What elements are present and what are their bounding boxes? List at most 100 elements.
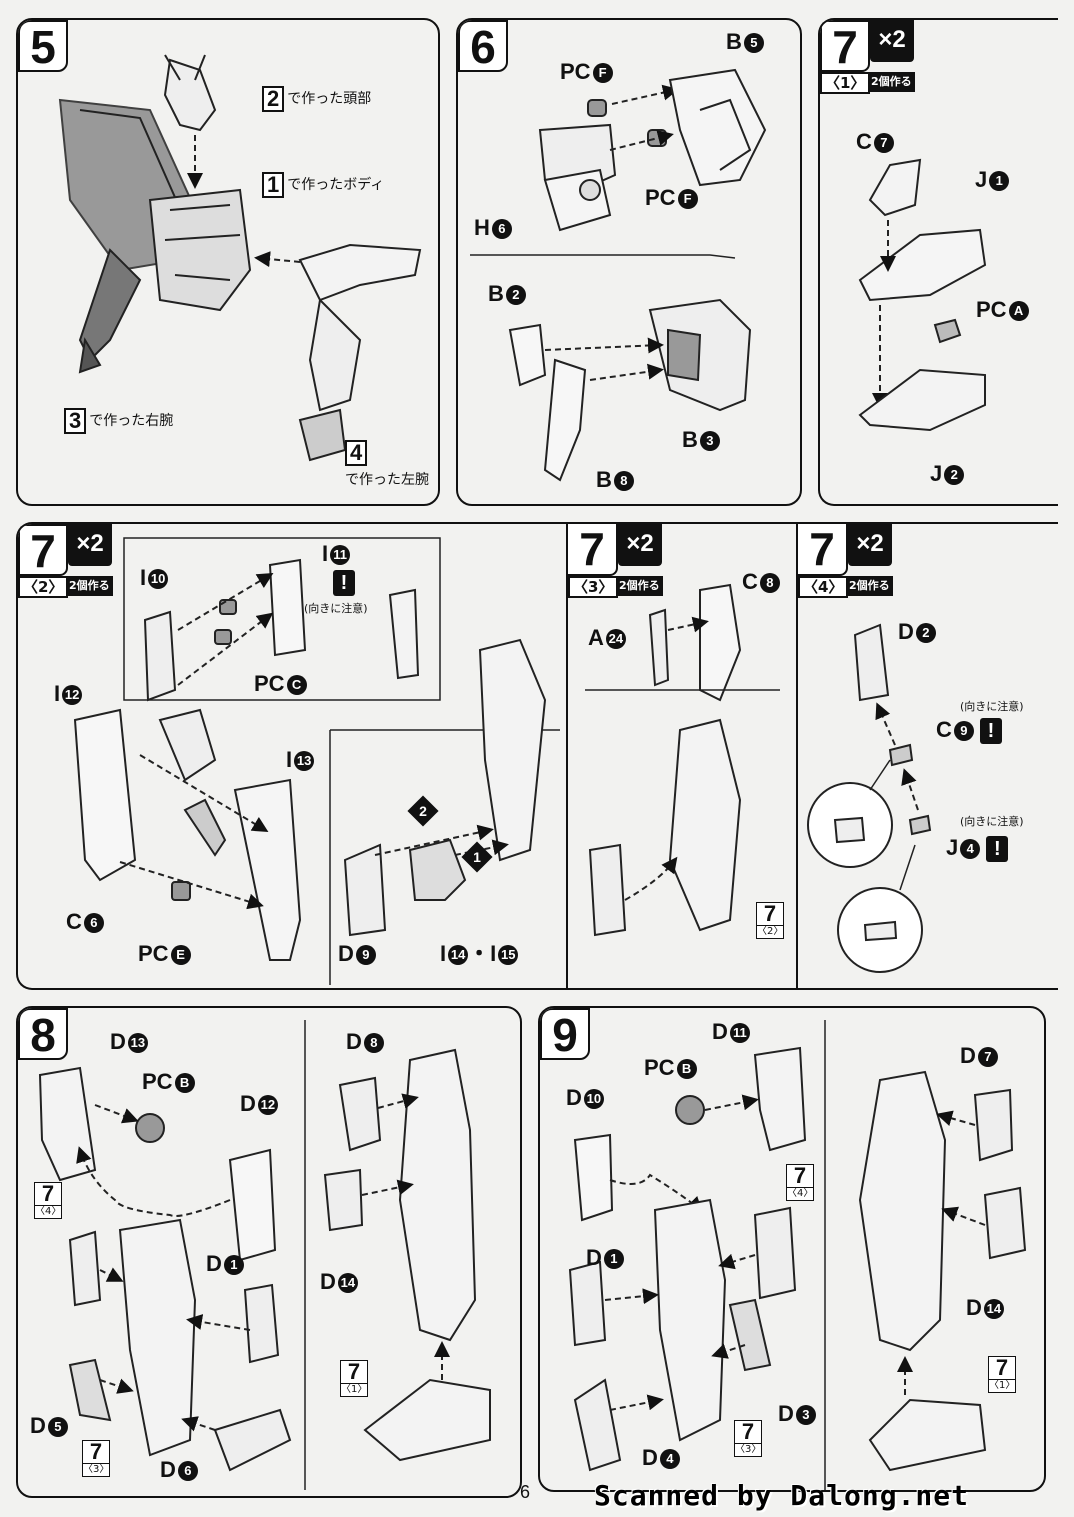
step7-4-caution-j4: (向きに注意) [960,815,1024,828]
step9-ref-b: 7〈3〉 [734,1419,762,1457]
step8-illustration [38,1020,491,1490]
step8-panel: 8 [16,1006,522,1498]
step6-panel: 6 [456,18,802,506]
step6-illustration [470,68,767,482]
step7-3-sub: 〈3〉 [568,576,619,598]
step5-ref4-text: で作った左腕 [345,472,429,488]
step5-panel: 5 [16,18,440,506]
step7-2-illustration [73,537,560,985]
divider-7-4 [796,524,798,988]
step6-number: 6 [458,20,508,72]
step7-1-make-two: 2個作る [868,72,915,92]
scan-credit: Scanned by Dalong.net [594,1479,970,1512]
step7-4-caution-c9: (向きに注意) [960,700,1024,713]
step5-ref4: 4 [345,440,370,466]
step7-4-multiplier: ×2 [848,524,892,566]
step7-1-number: 7 [820,20,870,72]
step7-2-caution: (向きに注意) [304,602,368,615]
step7-3-number: 7 [568,524,618,576]
step7-3-header: 7 ×2 〈3〉 2個作る [568,524,668,598]
step7-1-panel: 7 ×2 〈1〉 2個作る [818,18,1058,506]
step7-2-multiplier: ×2 [68,524,112,566]
step8-number: 8 [18,1008,68,1060]
step7-1-multiplier: ×2 [870,20,914,62]
step7-2-sub: 〈2〉 [18,576,69,598]
step9-ref-a: 7〈4〉 [786,1163,814,1201]
step7-3-make-two: 2個作る [616,576,663,596]
step9-illustration [568,1020,1027,1490]
step5-number: 5 [18,20,68,72]
step7-3-illustration [585,583,780,937]
order-marker-2: 2 [407,795,439,827]
step7-4-illustration [807,623,932,973]
step7-2-panel: 7 ×2 〈2〉 2個作る [16,522,1058,990]
order-marker-1: 1 [461,841,493,873]
step7-3-multiplier: ×2 [618,524,662,566]
page-number: 6 [520,1482,531,1502]
step7-4-make-two: 2個作る [846,576,893,596]
step9-panel: 9 [538,1006,1046,1492]
step8-ref-c: 7〈1〉 [340,1359,368,1397]
step5-robot-illustration [58,54,422,462]
step8-ref-a: 7〈4〉 [34,1181,62,1219]
step7-3-ref: 7〈2〉 [756,901,784,939]
step7-4-header: 7 ×2 〈4〉 2個作る [798,524,898,598]
step9-number: 9 [540,1008,590,1060]
step7-1-illustration [858,158,987,432]
step7-4-number: 7 [798,524,848,576]
step7-2-make-two: 2個作る [66,576,113,596]
step7-4-sub: 〈4〉 [798,576,849,598]
step9-ref-c: 7〈1〉 [988,1355,1016,1393]
step7-2-number: 7 [18,524,68,576]
step7-1-sub: 〈1〉 [820,72,871,94]
divider-7-3 [566,524,568,988]
step7-2-warning: ! [333,570,355,596]
step8-ref-b: 7〈3〉 [82,1439,110,1477]
